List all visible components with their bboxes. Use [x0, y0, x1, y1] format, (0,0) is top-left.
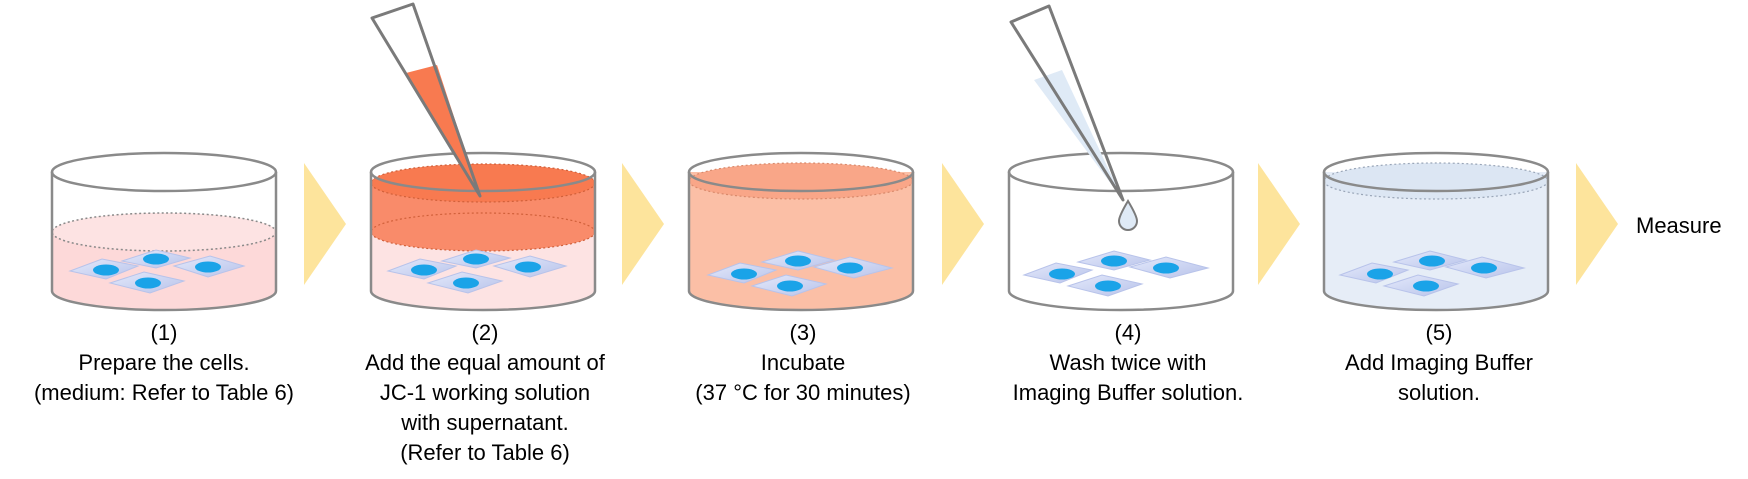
caption-step-4: (4) Wash twice with Imaging Buffer solut…: [958, 318, 1298, 408]
dish-1-medium-surface: [51, 212, 277, 252]
dish-3-wall: [687, 172, 915, 312]
dish-3-medium-surface: [688, 162, 914, 200]
cell-nucleus: [1413, 280, 1439, 292]
step-text-line: Incubate: [760, 350, 846, 375]
cell-nucleus: [1095, 280, 1121, 292]
cell-nucleus: [453, 277, 479, 289]
cell-nucleus: [195, 261, 221, 273]
pipette-4-liquid: [1034, 70, 1123, 200]
caption-step-5: (5) Add Imaging Buffer solution.: [1269, 318, 1609, 408]
step-number: (4): [1114, 320, 1142, 345]
dish-2-rim: [369, 151, 597, 193]
cell-nucleus: [1101, 255, 1127, 267]
dish-1-cells: [68, 249, 246, 294]
dish-1-rim: [50, 151, 278, 193]
pipette-2-body: [370, 2, 482, 198]
dish-5-cells: [1338, 250, 1526, 297]
dish-step-5: [1322, 151, 1550, 312]
dish-step-1: [50, 151, 278, 312]
cell-nucleus: [135, 277, 161, 289]
dish-5-medium-surface: [1323, 162, 1549, 200]
step-text-line: (Refer to Table 6): [400, 440, 570, 465]
cell-nucleus: [1153, 262, 1179, 274]
dish-step-3: [687, 151, 915, 312]
step-text-line: (37 °C for 30 minutes): [695, 380, 911, 405]
droplet: [1117, 199, 1139, 231]
dish-2-cells: [386, 249, 568, 294]
dish-3-cells: [706, 250, 894, 297]
cell-nucleus: [1367, 268, 1393, 280]
dish-4-wall: [1007, 172, 1235, 312]
cell-nucleus: [1049, 268, 1075, 280]
cell-nucleus: [411, 264, 437, 276]
cell-nucleus: [777, 280, 803, 292]
cell-nucleus: [515, 261, 541, 273]
step-text-line: Imaging Buffer solution.: [1012, 380, 1244, 405]
dish-5-rim: [1322, 151, 1550, 193]
step-number: (5): [1425, 320, 1453, 345]
step-text-line: with supernatant.: [401, 410, 569, 435]
cell-nucleus: [837, 262, 863, 274]
measure-label: Measure: [1636, 213, 1722, 238]
dish-2-wall: [369, 172, 597, 312]
step-number: (3): [789, 320, 817, 345]
arrow-4: [1258, 163, 1300, 285]
step-number: (1): [150, 320, 178, 345]
step-text-line: Wash twice with: [1049, 350, 1207, 375]
pipette-step-2: [370, 2, 482, 198]
dish-5-wall: [1322, 172, 1550, 312]
cell-nucleus: [731, 268, 757, 280]
dish-2-added-solution-surface: [370, 163, 596, 203]
dish-3-rim: [687, 151, 915, 193]
dish-step-2: [369, 2, 597, 312]
cell-nucleus: [785, 255, 811, 267]
pipette-4-body: [1009, 4, 1125, 202]
step-text-line: solution.: [1398, 380, 1480, 405]
cell-nucleus: [1471, 262, 1497, 274]
arrow-3: [942, 163, 984, 285]
pipette-step-4: [1009, 4, 1139, 231]
cell-nucleus: [93, 264, 119, 276]
cell-nucleus: [1419, 255, 1445, 267]
cell-nucleus: [463, 253, 489, 265]
cell-nucleus: [143, 253, 169, 265]
step-text-line: Add the equal amount of: [365, 350, 605, 375]
step-text-line: JC-1 working solution: [379, 380, 591, 405]
step-text-line: Prepare the cells.: [78, 350, 250, 375]
arrow-5: [1576, 163, 1618, 285]
dish-1-wall: [50, 172, 278, 312]
step-text-line: (medium: Refer to Table 6): [33, 380, 295, 405]
caption-step-2: (2) Add the equal amount of JC-1 working…: [315, 318, 655, 468]
dish-step-4: [1007, 4, 1235, 312]
dish-4-rim: [1007, 151, 1235, 193]
dish-4-cells: [1022, 250, 1210, 297]
caption-step-3: (3) Incubate (37 °C for 30 minutes): [633, 318, 973, 408]
caption-step-1: (1) Prepare the cells. (medium: Refer to…: [0, 318, 334, 408]
step-text-line: Add Imaging Buffer: [1345, 350, 1533, 375]
arrow-1: [304, 163, 346, 285]
arrow-2: [622, 163, 664, 285]
step-number: (2): [471, 320, 499, 345]
